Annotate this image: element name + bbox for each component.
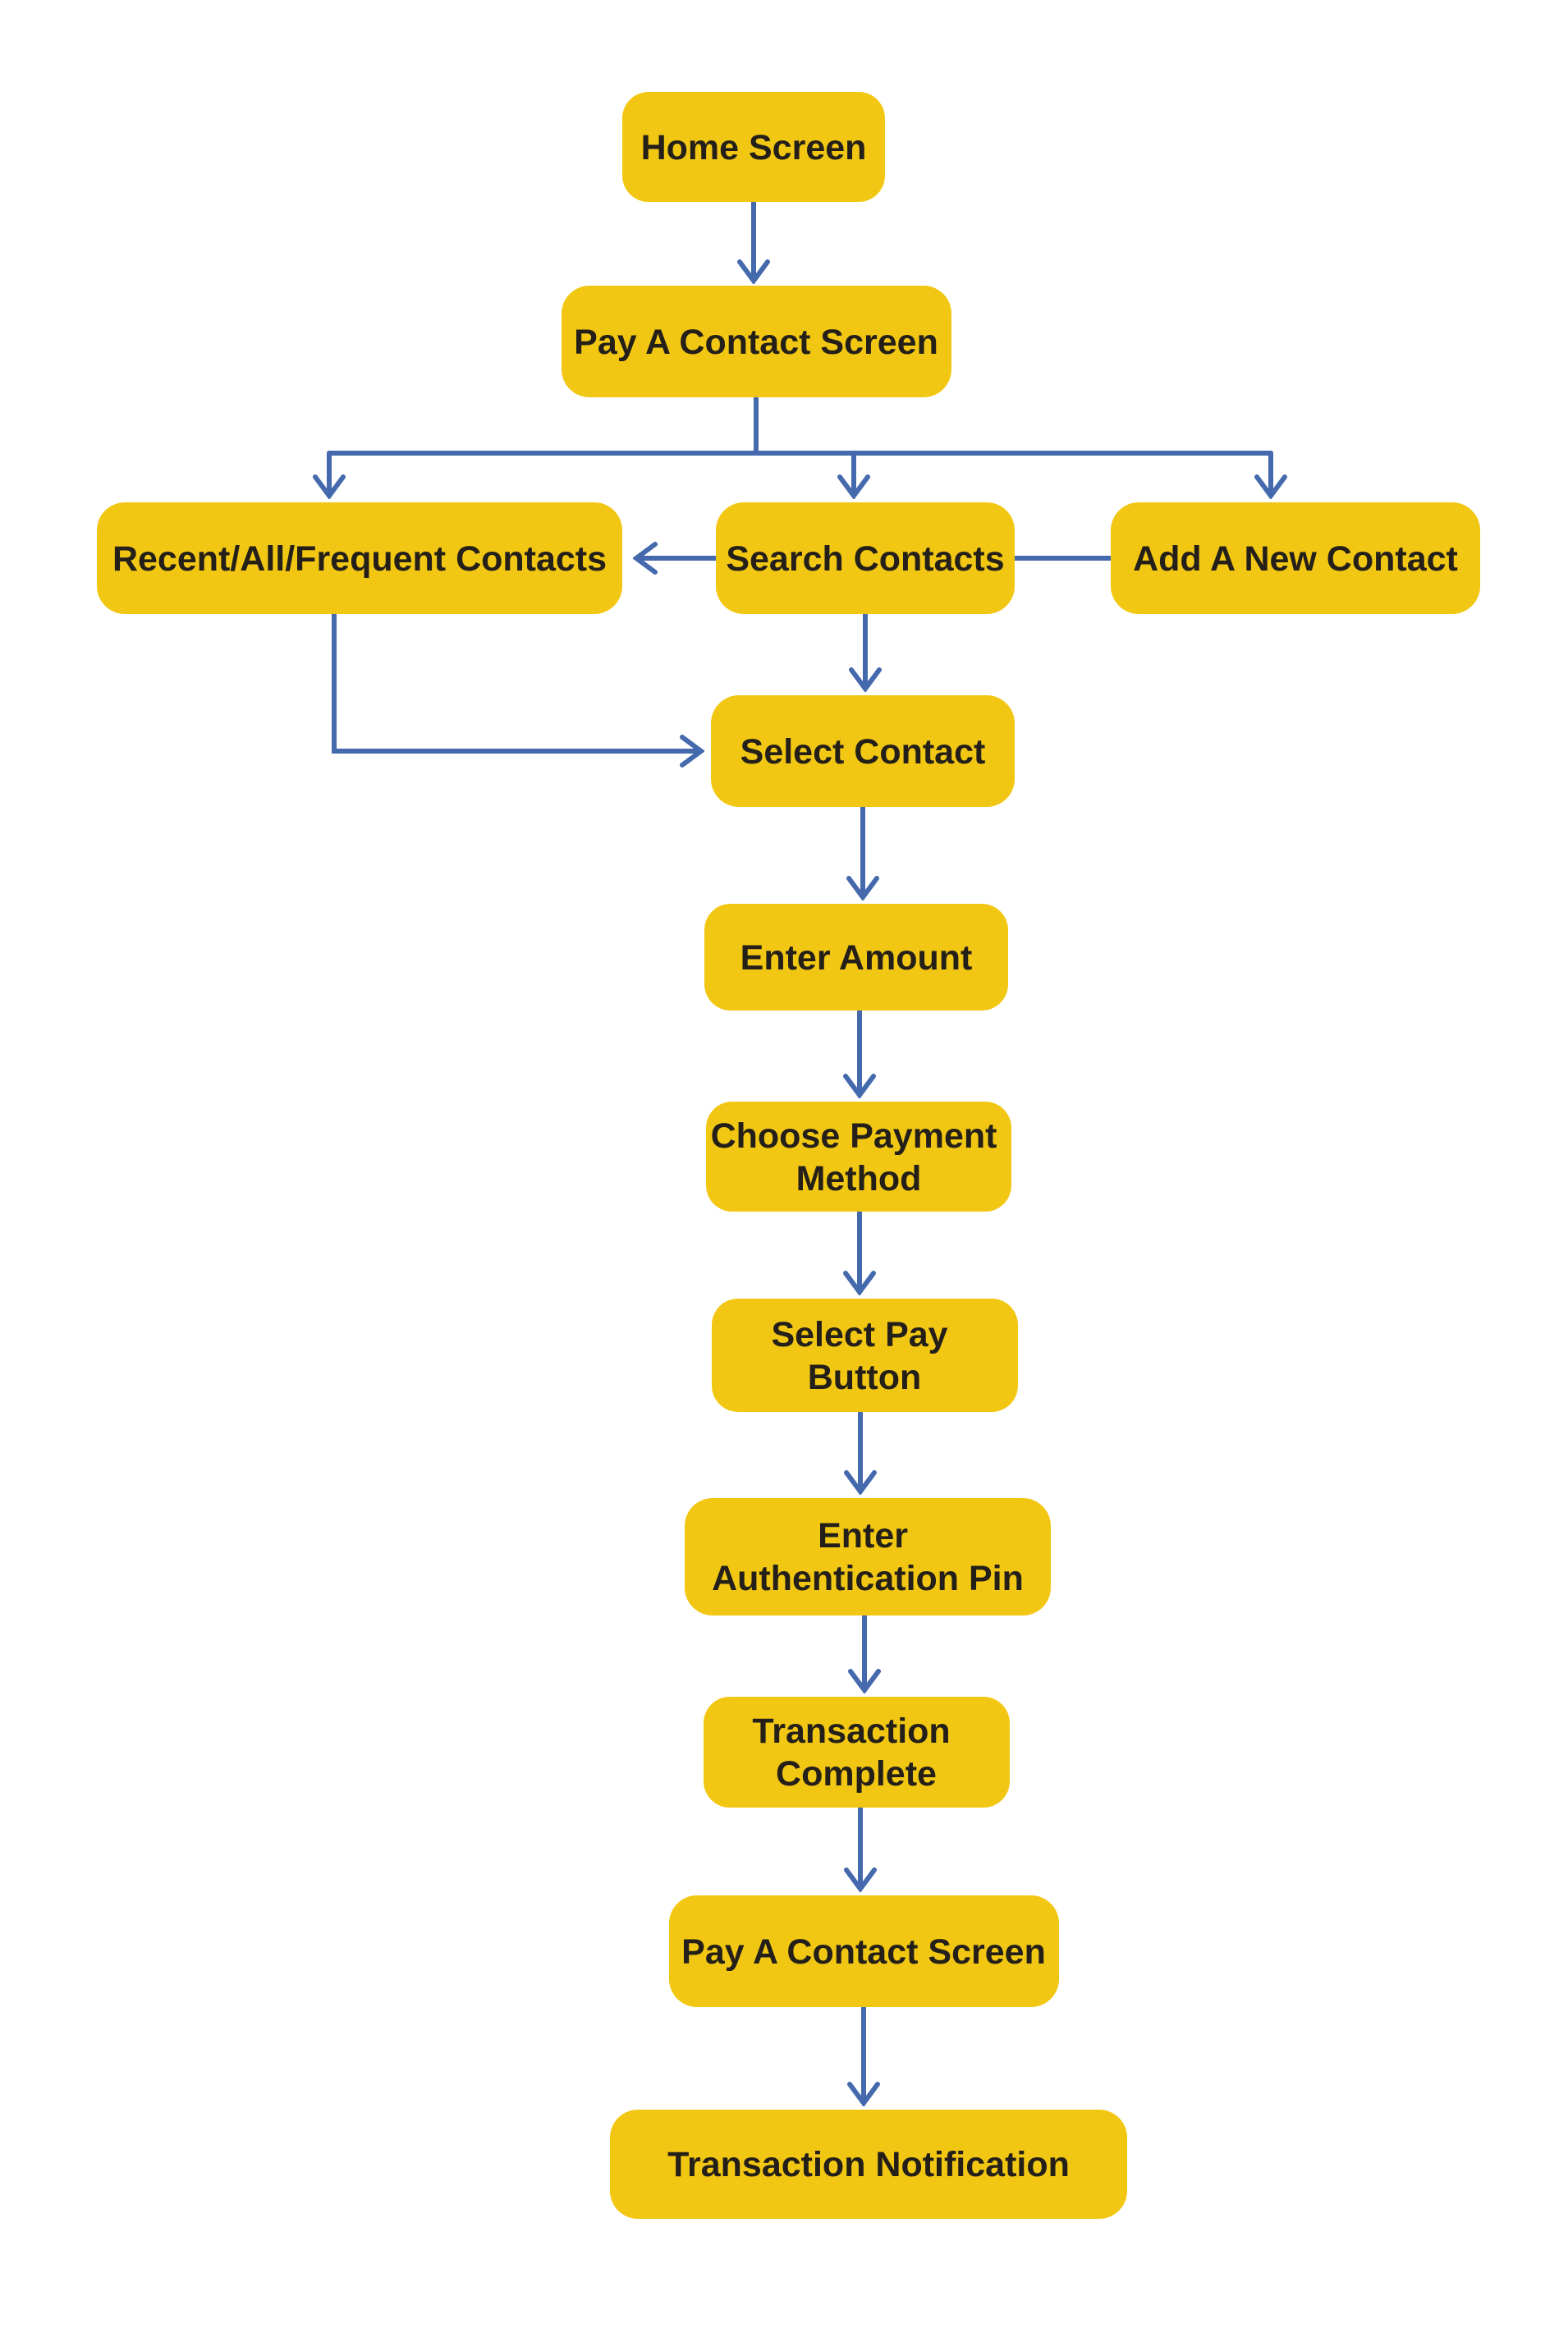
node-box <box>1111 502 1480 614</box>
node-box <box>711 695 1015 807</box>
node-label: Recent/All/Frequent Contacts <box>112 539 607 579</box>
node-label-line: Select Contact <box>740 732 986 772</box>
node-box <box>669 1895 1059 2007</box>
node-search-contacts: Search Contacts <box>716 502 1015 614</box>
node-label: Select Pay Button <box>771 1315 957 1397</box>
node-transaction-complete: Transaction Complete <box>704 1697 1010 1808</box>
node-enter-amount: Enter Amount <box>704 904 1008 1010</box>
node-transaction-notification: Transaction Notification <box>610 2110 1127 2219</box>
node-label-line: Transaction Notification <box>667 2145 1070 2184</box>
node-box <box>704 1697 1010 1808</box>
node-label: Transaction Complete <box>752 1712 960 1794</box>
node-label-line: Enter <box>818 1516 908 1556</box>
node-label-line: Transaction <box>752 1712 950 1751</box>
node-label-line: Pay A Contact Screen <box>681 1932 1046 1972</box>
node-label: Enter Amount <box>740 938 973 978</box>
node-label: Add A New Contact <box>1133 539 1458 579</box>
node-box <box>706 1102 1011 1212</box>
node-select-contact: Select Contact <box>711 695 1015 807</box>
node-pay-a-contact-screen: Pay A Contact Screen <box>562 286 951 397</box>
node-label: Pay A Contact Screen <box>574 323 938 362</box>
node-box <box>562 286 951 397</box>
node-label-line: Pay A Contact Screen <box>574 323 938 362</box>
node-label: Search Contacts <box>726 539 1004 579</box>
node-enter-authentication-pin: Enter Authentication Pin <box>685 1498 1051 1615</box>
node-label-line: Add A New Contact <box>1133 539 1458 579</box>
node-label: Home Screen <box>641 128 867 167</box>
node-label-line: Method <box>796 1159 922 1198</box>
node-label-line: Button <box>808 1358 922 1397</box>
node-label-line: Select Pay <box>771 1315 947 1354</box>
node-box <box>716 502 1015 614</box>
node-label-line: Search Contacts <box>726 539 1004 579</box>
node-select-pay-button: Select Pay Button <box>712 1299 1018 1412</box>
node-label: Select Contact <box>740 732 986 772</box>
node-recent-all-frequent-contacts: Recent/All/Frequent Contacts <box>97 502 622 614</box>
node-box <box>610 2110 1127 2219</box>
node-label-line: Home Screen <box>641 128 867 167</box>
node-label: Transaction Notification <box>667 2145 1070 2184</box>
node-label-line: Recent/All/Frequent Contacts <box>112 539 607 579</box>
node-choose-payment-method: Choose Payment Method <box>706 1102 1011 1212</box>
node-box <box>97 502 622 614</box>
node-label-line: Authentication Pin <box>712 1559 1024 1598</box>
node-box <box>712 1299 1018 1412</box>
edge-recent-all-frequent-contacts-to-select-contact <box>332 612 699 751</box>
edges <box>329 199 1271 2101</box>
node-add-a-new-contact: Add A New Contact <box>1111 502 1480 614</box>
node-label-line: Choose Payment <box>711 1116 997 1156</box>
node-pay-a-contact-screen-2: Pay A Contact Screen <box>669 1895 1059 2007</box>
node-box <box>704 904 1008 1010</box>
node-label: Pay A Contact Screen <box>681 1932 1046 1972</box>
node-label-line: Enter Amount <box>740 938 973 978</box>
node-box <box>685 1498 1051 1615</box>
node-label-line: Complete <box>776 1754 937 1794</box>
node-home-screen: Home Screen <box>622 92 885 202</box>
node-label: Enter Authentication Pin <box>712 1516 1024 1598</box>
node-label: Choose Payment Method <box>711 1116 1007 1198</box>
node-box <box>622 92 885 202</box>
